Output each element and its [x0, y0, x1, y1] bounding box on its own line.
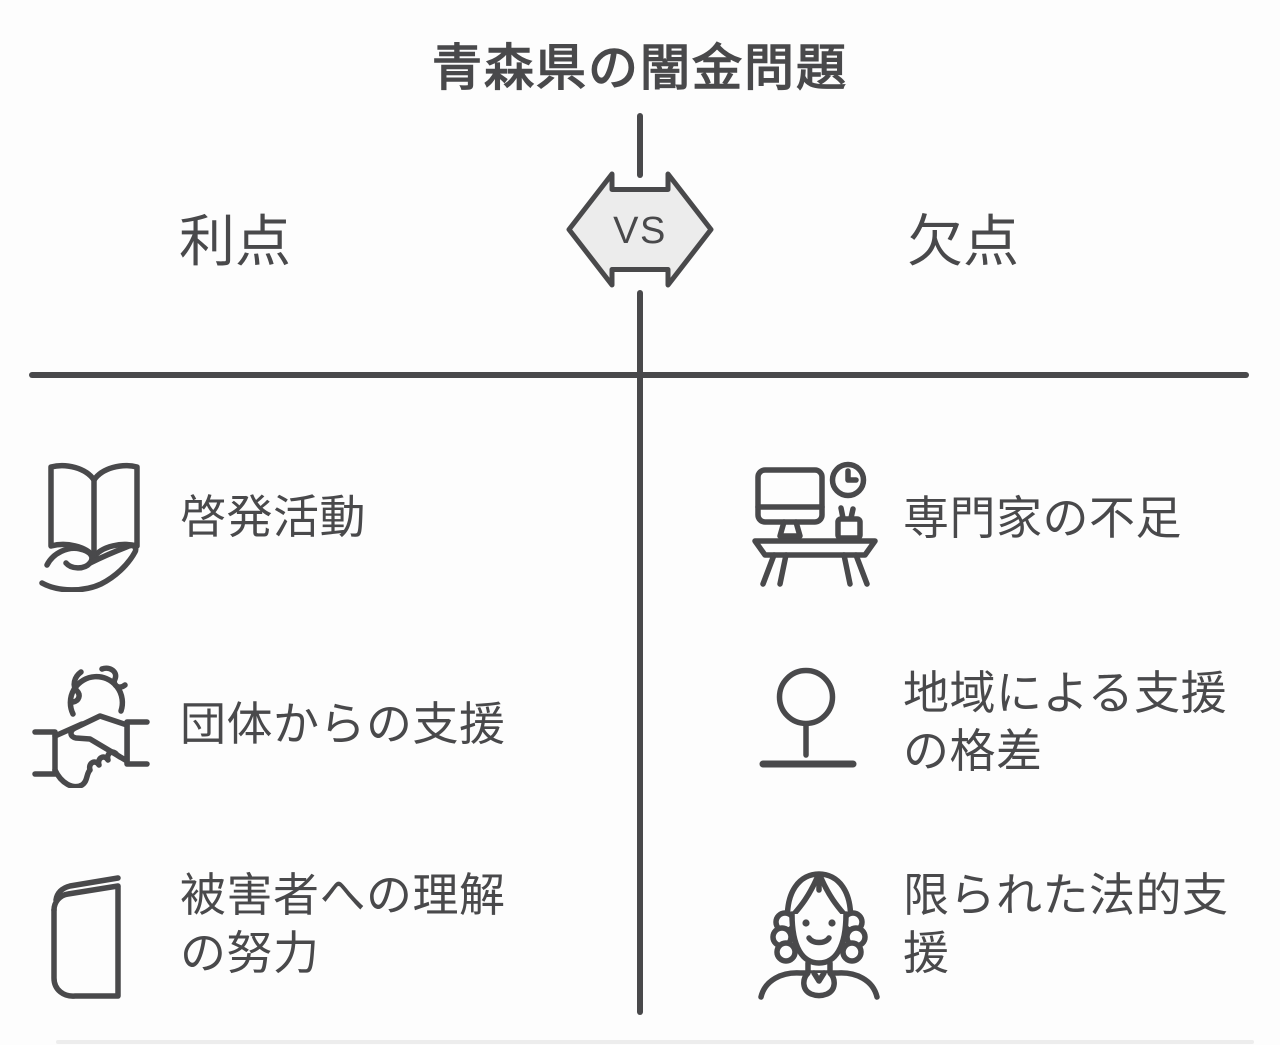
- disadvantages-heading: 欠点: [907, 210, 1019, 273]
- vertical-divider-top: [637, 113, 643, 178]
- closed-book-icon: [51, 875, 121, 999]
- disadvantage-item-label: 地域による支援の格差: [903, 667, 1228, 777]
- desk-computer-clock-icon: [752, 461, 878, 587]
- vertical-divider-bottom: [637, 290, 643, 1015]
- disadvantage-item-label: 専門家の不足: [903, 492, 1182, 544]
- bottom-faint-line: [56, 1040, 1254, 1044]
- handshake-globe-icon: [32, 665, 150, 788]
- advantage-item-label: 被害者への理解の努力: [180, 869, 506, 979]
- advantage-item-label: 啓発活動: [180, 491, 366, 543]
- disadvantage-item-label: 限られた法的支援: [903, 869, 1229, 979]
- vs-label: VS: [613, 210, 667, 252]
- horizontal-divider: [29, 372, 1249, 378]
- advantages-heading: 利点: [179, 210, 291, 273]
- judge-figure-icon: [758, 871, 880, 1000]
- map-pin-icon: [759, 667, 857, 768]
- book-in-hand-icon: [39, 462, 140, 592]
- advantage-item-label: 団体からの支援: [180, 698, 506, 750]
- vs-arrow-icon: VS: [566, 171, 714, 288]
- page-title: 青森県の闇金問題: [432, 40, 848, 96]
